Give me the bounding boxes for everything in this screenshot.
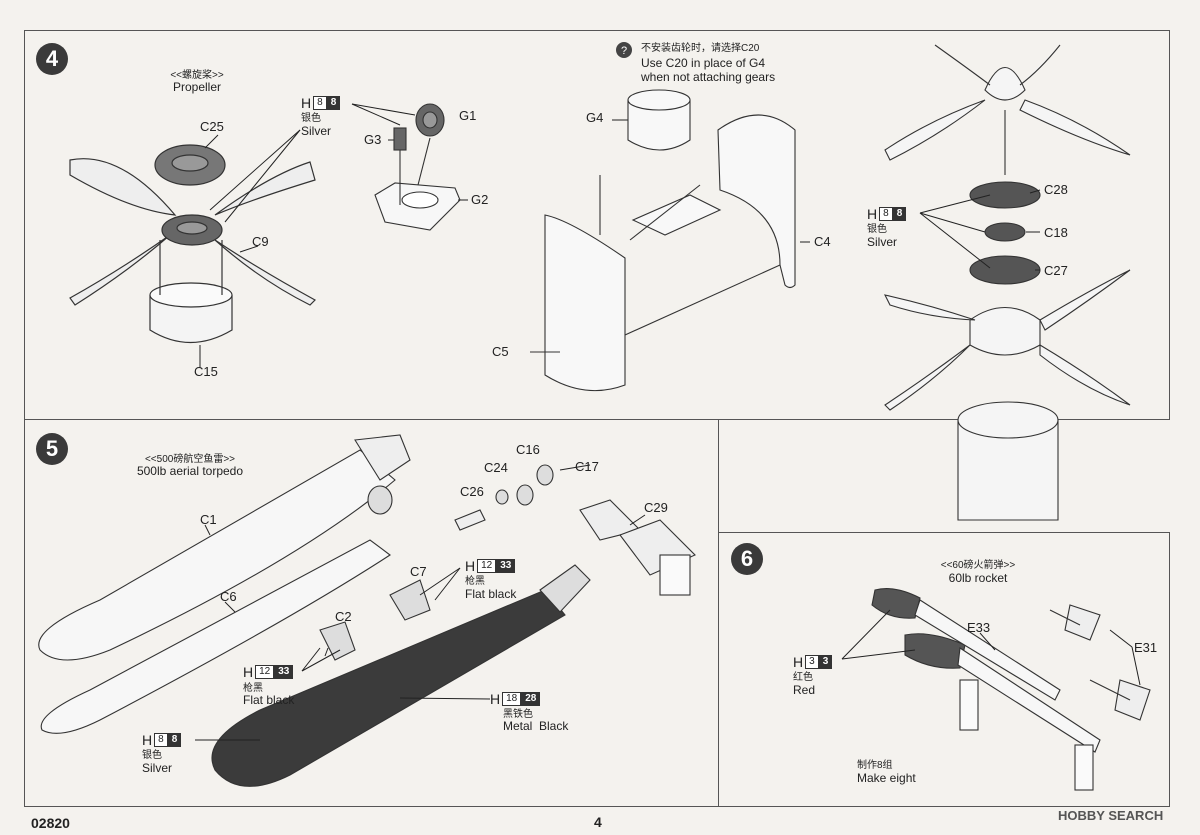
part-c26: C26	[460, 484, 484, 499]
part-c24: C24	[484, 460, 508, 475]
rocket-en-label: 60lb rocket	[948, 571, 1008, 585]
step4-right-paint-cn: 银色	[867, 224, 887, 235]
make-eight-en: Make eight	[857, 771, 916, 785]
part-c18: C18	[1044, 225, 1068, 240]
torpedo-en-label: 500lb aerial torpedo	[136, 464, 244, 478]
part-c4: C4	[814, 234, 831, 249]
torpedo-cn-label: <<500磅航空鱼雷>>	[144, 454, 236, 465]
step5-paint-flat1-en: Flat black	[465, 587, 517, 601]
part-c7: C7	[410, 564, 427, 579]
note-en-2: when not attaching gears	[641, 70, 776, 84]
right-propeller-drawing	[883, 44, 1131, 521]
note-cn: 不安装齿轮时，请选择C20	[641, 43, 760, 54]
part-g1: G1	[459, 108, 477, 123]
part-e31: E31	[1134, 640, 1158, 655]
part-g2: G2	[471, 192, 489, 207]
step4-paint-cn: 银色	[301, 113, 321, 124]
step6-paint-red-en: Red	[793, 683, 816, 697]
part-c15: C15	[194, 364, 218, 379]
part-c17: C17	[575, 459, 599, 474]
part-c1: C1	[200, 512, 217, 527]
step5-paint-silver-en: Silver	[142, 761, 173, 775]
part-e33: E33	[967, 620, 991, 635]
make-eight-cn: 制作8组	[857, 760, 893, 771]
rocket-drawing	[871, 588, 1151, 791]
part-g3: G3	[364, 132, 382, 147]
step5-paint-flat1-cn: 枪黑	[465, 576, 485, 587]
step5-paint-flat2-en: Flat black	[243, 693, 295, 707]
part-g4: G4	[586, 110, 604, 125]
watermark: HOBBY SEARCH	[1058, 808, 1164, 823]
torpedo-drawing	[38, 434, 696, 787]
rocket-cn-label: <<60磅火箭弹>>	[940, 560, 1016, 571]
step5-paint-flat2-cn: 枪黑	[243, 683, 263, 694]
part-c28: C28	[1044, 182, 1068, 197]
housing-drawing	[530, 89, 810, 392]
step5-paint-flat1: H 12 33	[465, 558, 516, 574]
step4-paint-en: Silver	[301, 124, 332, 138]
step4-badge: 4	[36, 43, 68, 75]
part-c25: C25	[200, 119, 224, 134]
part-c27: C27	[1044, 263, 1068, 278]
step6-paint-red-cn: 红色	[793, 672, 813, 683]
part-c2: C2	[335, 609, 352, 624]
step5-paint-metal-en: Metal Black	[503, 719, 569, 733]
kit-code: 02820	[31, 815, 70, 831]
step5-paint-silver-cn: 银色	[142, 750, 162, 761]
step5-paint-metal: H 18 28	[490, 691, 541, 707]
part-c6: C6	[220, 589, 237, 604]
note-en-1: Use C20 in place of G4	[641, 56, 766, 70]
step5-paint-metal-cn: 黑铁色	[503, 709, 533, 720]
propeller-cn-label: <<螺旋桨>>	[170, 70, 224, 81]
gear-assembly-drawing	[374, 103, 468, 231]
propeller-drawing	[69, 144, 316, 344]
part-c29: C29	[644, 500, 668, 515]
step6-paint-red: H 3 3	[793, 654, 833, 670]
step6-frame	[718, 532, 1170, 807]
part-c5: C5	[492, 344, 509, 359]
part-c16: C16	[516, 442, 540, 457]
step6-badge: 6	[731, 543, 763, 575]
svg-text:?: ?	[621, 45, 627, 57]
propeller-en-label: Propeller	[172, 80, 222, 94]
step4-right-paint-en: Silver	[867, 235, 898, 249]
step5-badge: 5	[36, 433, 68, 465]
note-icon: ?	[616, 42, 632, 58]
page-number: 4	[594, 814, 602, 830]
step5-paint-silver: H 8 8	[142, 732, 182, 748]
step5-paint-flat2: H 12 33	[243, 664, 294, 680]
step4-right-paint-silver: H 8 8	[867, 206, 907, 222]
part-c9: C9	[252, 234, 269, 249]
step4-paint-silver: H 8 8	[301, 95, 341, 111]
